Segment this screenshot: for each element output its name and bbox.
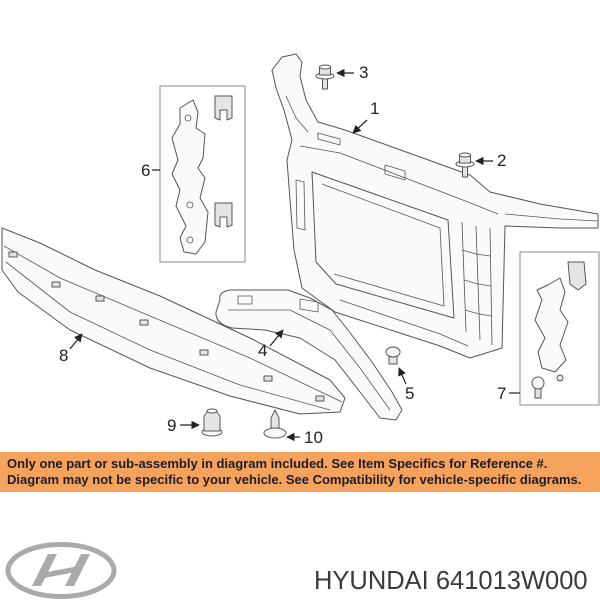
part-2-bolt xyxy=(455,152,475,178)
part-7-frame xyxy=(519,251,600,406)
hyundai-logo-icon xyxy=(5,542,117,599)
callout-10-label: 10 xyxy=(304,428,323,447)
callout-3-label: 3 xyxy=(359,63,368,82)
part-8-bumper-beam xyxy=(1,227,346,415)
notice-line-2: Diagram may not be specific to your vehi… xyxy=(7,472,582,487)
notice-line-1: Only one part or sub-assembly in diagram… xyxy=(7,456,548,471)
brand-part-number: HYUNDAI 641013W000 xyxy=(314,567,588,595)
callout-5-label: 5 xyxy=(405,384,414,403)
part-5-clip xyxy=(385,346,401,365)
callout-4-label: 4 xyxy=(258,341,267,360)
callout-1-label: 1 xyxy=(370,99,379,118)
callout-8-leader xyxy=(69,333,83,350)
callout-6-label: 6 xyxy=(141,161,150,180)
callout-9-label: 9 xyxy=(167,416,176,435)
callout-2-label: 2 xyxy=(497,151,506,170)
notice-banner: Only one part or sub-assembly in diagram… xyxy=(0,452,600,492)
part-10-push-pin xyxy=(263,409,287,439)
callout-8-label: 8 xyxy=(59,346,68,365)
callout-1-leader xyxy=(352,119,368,134)
part-6-bracket-set xyxy=(159,85,246,263)
part-1-radiator-support xyxy=(271,53,599,359)
part-9-nut xyxy=(201,408,223,437)
part-6-frame xyxy=(159,85,246,263)
part-3-bolt xyxy=(315,64,335,90)
callout-7-label: 7 xyxy=(497,384,506,403)
parts-diagram: 1 2 3 4 5 6 7 8 9 10 xyxy=(1,53,600,447)
callout-5-leader xyxy=(398,367,407,385)
callout-4-leader xyxy=(269,329,284,347)
part-7-bracket-set xyxy=(519,251,600,406)
part-4-absorber-bracket xyxy=(215,289,403,421)
